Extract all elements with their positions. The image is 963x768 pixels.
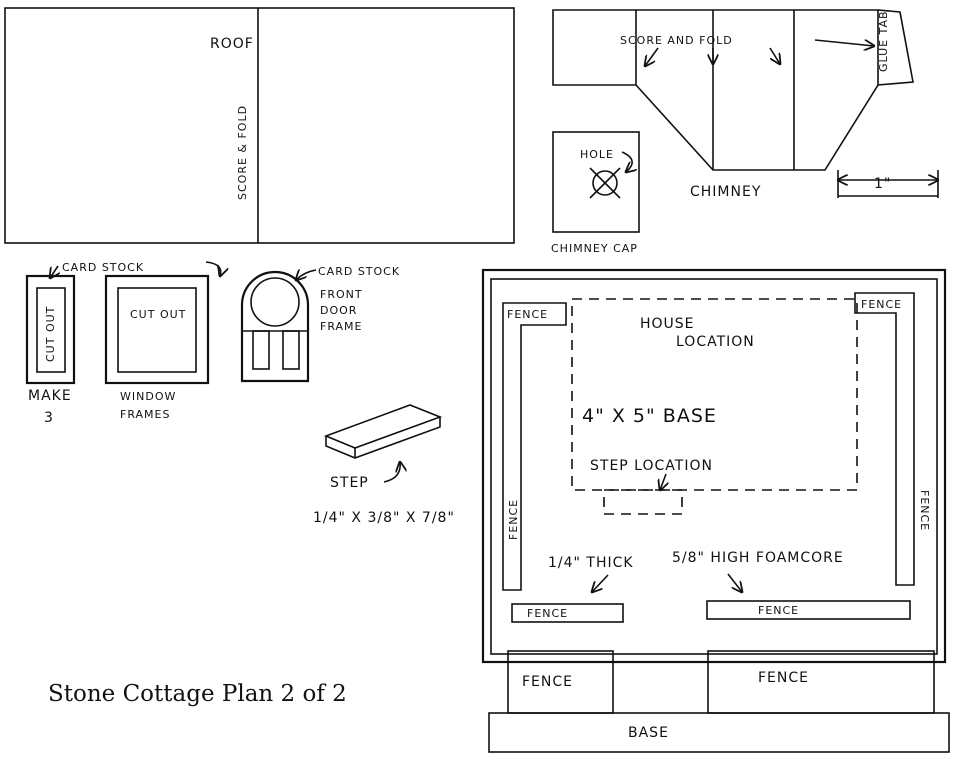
step-drawing: STEP 1/4" X 3/8" X 7/8" <box>313 404 455 526</box>
base-size-label: 4" X 5" BASE <box>582 405 717 427</box>
thickness-label: 1/4" THICK <box>548 555 634 571</box>
step-dims: 1/4" X 3/8" X 7/8" <box>313 510 455 526</box>
chimney-cap: HOLE CHIMNEY CAP <box>551 131 640 255</box>
make-label: MAKE <box>28 388 72 404</box>
house-location-line1: HOUSE <box>640 316 695 332</box>
chimney-label: CHIMNEY <box>690 184 761 200</box>
elevation-view: FENCE FENCE BASE <box>488 650 950 753</box>
step-label: STEP <box>330 475 369 491</box>
elevation-fence-right-label: FENCE <box>758 670 809 686</box>
score-fold-label: SCORE AND FOLD <box>620 34 733 47</box>
roof-fold-label: SCORE & FOLD <box>236 105 249 200</box>
scale-bar: 1" <box>838 170 938 198</box>
window-card-stock-label: CARD STOCK <box>62 261 144 274</box>
fence-bottom-right <box>706 600 911 620</box>
door-label-line1: FRONT <box>320 288 363 301</box>
door-card-stock-label: CARD STOCK <box>318 265 400 278</box>
door-frame: CARD STOCK FRONT DOOR FRAME <box>240 265 400 383</box>
scale-label: 1" <box>874 176 891 192</box>
door-label-line2: DOOR <box>320 304 357 317</box>
fence-label-left: FENCE <box>507 499 520 540</box>
roof-label: ROOF <box>210 36 254 52</box>
door-label-line3: FRAME <box>320 320 363 333</box>
height-label: 5/8" HIGH FOAMCORE <box>672 550 844 566</box>
fence-bottom-left <box>511 603 624 623</box>
roof-panel: ROOF SCORE & FOLD <box>4 7 515 244</box>
house-location-line2: LOCATION <box>676 334 755 350</box>
fence-label-bottom-right: FENCE <box>758 604 799 617</box>
elevation-fence-left-label: FENCE <box>522 674 573 690</box>
fence-top-right <box>854 292 915 586</box>
small-window-cutout-label: CUT OUT <box>44 306 57 362</box>
fence-label-top-left: FENCE <box>507 308 548 321</box>
window-frames-line1: WINDOW <box>120 390 176 403</box>
window-frames: CARD STOCK CUT OUT MAKE 3 CUT OUT WINDOW… <box>25 261 221 426</box>
window-frames-line2: FRAMES <box>120 408 170 421</box>
fence-label-right: FENCE <box>918 490 931 531</box>
step-location-label: STEP LOCATION <box>590 458 713 474</box>
elevation-base-label: BASE <box>628 725 669 741</box>
make-count: 3 <box>44 410 54 426</box>
fence-label-top-right: FENCE <box>861 298 902 311</box>
large-window-cutout-label: CUT OUT <box>130 308 186 321</box>
base-plan: HOUSE LOCATION 4" X 5" BASE STEP LOCATIO… <box>481 268 947 664</box>
page-caption: Stone Cottage Plan 2 of 2 <box>48 681 347 707</box>
chimney-cap-label: CHIMNEY CAP <box>551 242 638 255</box>
elevation-fence-right <box>707 650 935 714</box>
chimney-template: SCORE AND FOLD GLUE TAB CHIMNEY <box>552 9 914 200</box>
glue-tab-label: GLUE TAB <box>877 10 890 72</box>
elevation-base <box>488 712 950 753</box>
fence-top-left <box>502 302 567 591</box>
hole-icon <box>592 170 618 196</box>
fence-label-bottom-left: FENCE <box>527 607 568 620</box>
hole-label: HOLE <box>580 148 614 161</box>
